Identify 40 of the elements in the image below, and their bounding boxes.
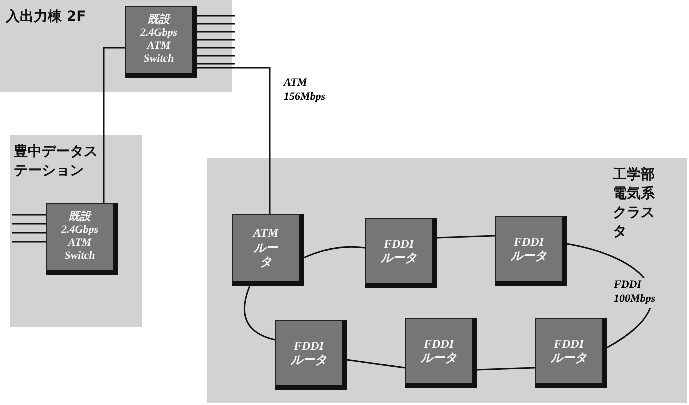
area-panel <box>207 158 687 403</box>
port-line <box>12 214 46 216</box>
router-label: FDDI ルータ <box>380 236 418 266</box>
switch-box <box>125 6 197 78</box>
link-line <box>476 367 536 371</box>
area-label: 工学部電気系クラスタ <box>613 166 656 242</box>
switch-label: 既設 2.4Gbps ATM Switch <box>60 210 100 264</box>
port-line <box>197 63 235 65</box>
router-box <box>535 318 607 388</box>
router-box <box>275 320 347 390</box>
port-line <box>197 47 235 49</box>
switch-box <box>46 203 118 275</box>
router-label: FDDI ルータ <box>550 336 588 366</box>
link-line <box>244 286 276 341</box>
switch-label: 既設 2.4Gbps ATM Switch <box>139 14 178 66</box>
link-line <box>103 47 125 203</box>
port-line <box>12 232 46 234</box>
link-line <box>346 359 406 369</box>
router-box <box>405 318 477 388</box>
area-panel <box>10 135 142 327</box>
port-line <box>12 241 46 243</box>
port-line <box>197 31 235 33</box>
port-line <box>197 55 235 57</box>
router-label: FDDI ルータ <box>290 338 328 368</box>
router-box <box>365 218 437 288</box>
port-line <box>197 39 235 41</box>
router-label: ATM ルータ <box>252 226 280 270</box>
link-line <box>304 246 366 259</box>
port-line <box>197 15 235 17</box>
port-line <box>12 223 46 225</box>
link-line <box>436 235 496 239</box>
area-label: 豊中データステーション <box>14 143 99 181</box>
router-box <box>495 216 567 286</box>
link-line <box>197 67 271 214</box>
router-label: FDDI ルータ <box>420 336 458 366</box>
port-line <box>197 23 235 25</box>
area-panel <box>0 0 232 92</box>
router-box <box>232 214 304 286</box>
area-label: 入出力棟 2F <box>6 8 88 27</box>
router-label: FDDI ルータ <box>510 234 548 264</box>
